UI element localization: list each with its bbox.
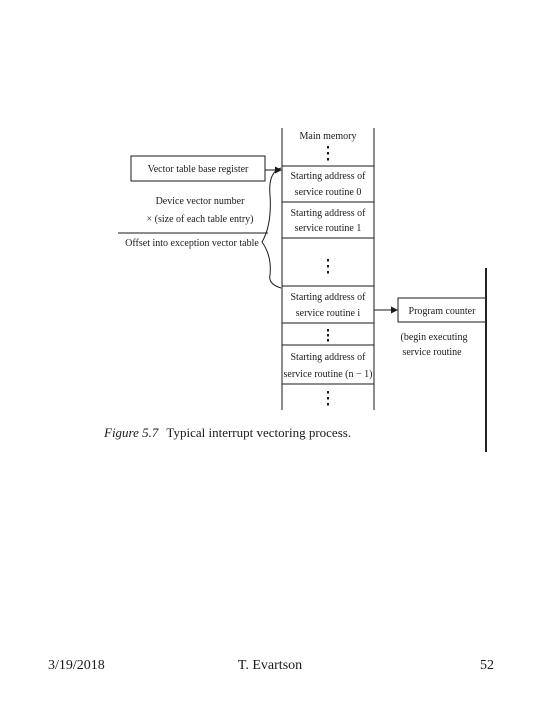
device-vector-label: Device vector number × (size of each tab… xyxy=(147,196,254,225)
memory-title: Main memory xyxy=(300,131,357,142)
svg-text:service routine (n − 1): service routine (n − 1) xyxy=(284,369,373,380)
memory-ellipsis-bottom xyxy=(327,391,329,406)
footer-author: T. Evartson xyxy=(237,658,303,673)
memory-ellipsis-middle xyxy=(327,259,329,274)
svg-text:Starting address of: Starting address of xyxy=(291,292,367,303)
svg-text:service routine i: service routine i xyxy=(296,308,361,319)
memory-slot-i: Starting address of service routine i xyxy=(291,292,367,319)
memory-ellipsis-top xyxy=(327,146,329,161)
offset-brace xyxy=(261,167,282,289)
memory-slot-1: Starting address of service routine 1 xyxy=(291,208,367,234)
svg-text:× (size of each table entry): × (size of each table entry) xyxy=(147,214,254,225)
begin-executing-note: (begin executing service routine xyxy=(401,332,468,358)
svg-text:Device vector number: Device vector number xyxy=(156,196,246,207)
memory-ellipsis-lower xyxy=(327,329,329,342)
svg-text:Starting address of: Starting address of xyxy=(291,208,367,219)
footer-page-number: 52 xyxy=(480,658,494,673)
memory-slot-n-minus-1: Starting address of service routine (n −… xyxy=(284,352,373,380)
svg-text:Starting address of: Starting address of xyxy=(291,171,367,182)
figure-caption: Figure 5.7 Typical interrupt vectoring p… xyxy=(103,425,351,440)
main-memory-column: Main memory Starting address of service … xyxy=(281,128,375,410)
program-counter-register: Program counter xyxy=(397,297,487,323)
vector-table-base-register: Vector table base register xyxy=(130,155,266,182)
memory-slot-0: Starting address of service routine 0 xyxy=(291,171,367,198)
program-counter-arrow xyxy=(374,306,398,314)
svg-text:service routine: service routine xyxy=(402,347,462,358)
svg-text:Program counter: Program counter xyxy=(409,306,477,317)
footer-date: 3/19/2018 xyxy=(48,658,105,673)
svg-text:Starting address of: Starting address of xyxy=(291,352,367,363)
caption-figure-number: Figure 5.7 xyxy=(103,425,159,440)
offset-label: Offset into exception vector table xyxy=(125,238,259,249)
svg-text:Vector table base register: Vector table base register xyxy=(148,164,249,175)
base-register-arrow xyxy=(265,166,282,174)
svg-text:service routine 0: service routine 0 xyxy=(295,187,362,198)
svg-text:(begin executing: (begin executing xyxy=(401,332,468,343)
svg-text:service routine 1: service routine 1 xyxy=(295,223,362,234)
caption-text: Typical interrupt vectoring process. xyxy=(166,425,351,440)
